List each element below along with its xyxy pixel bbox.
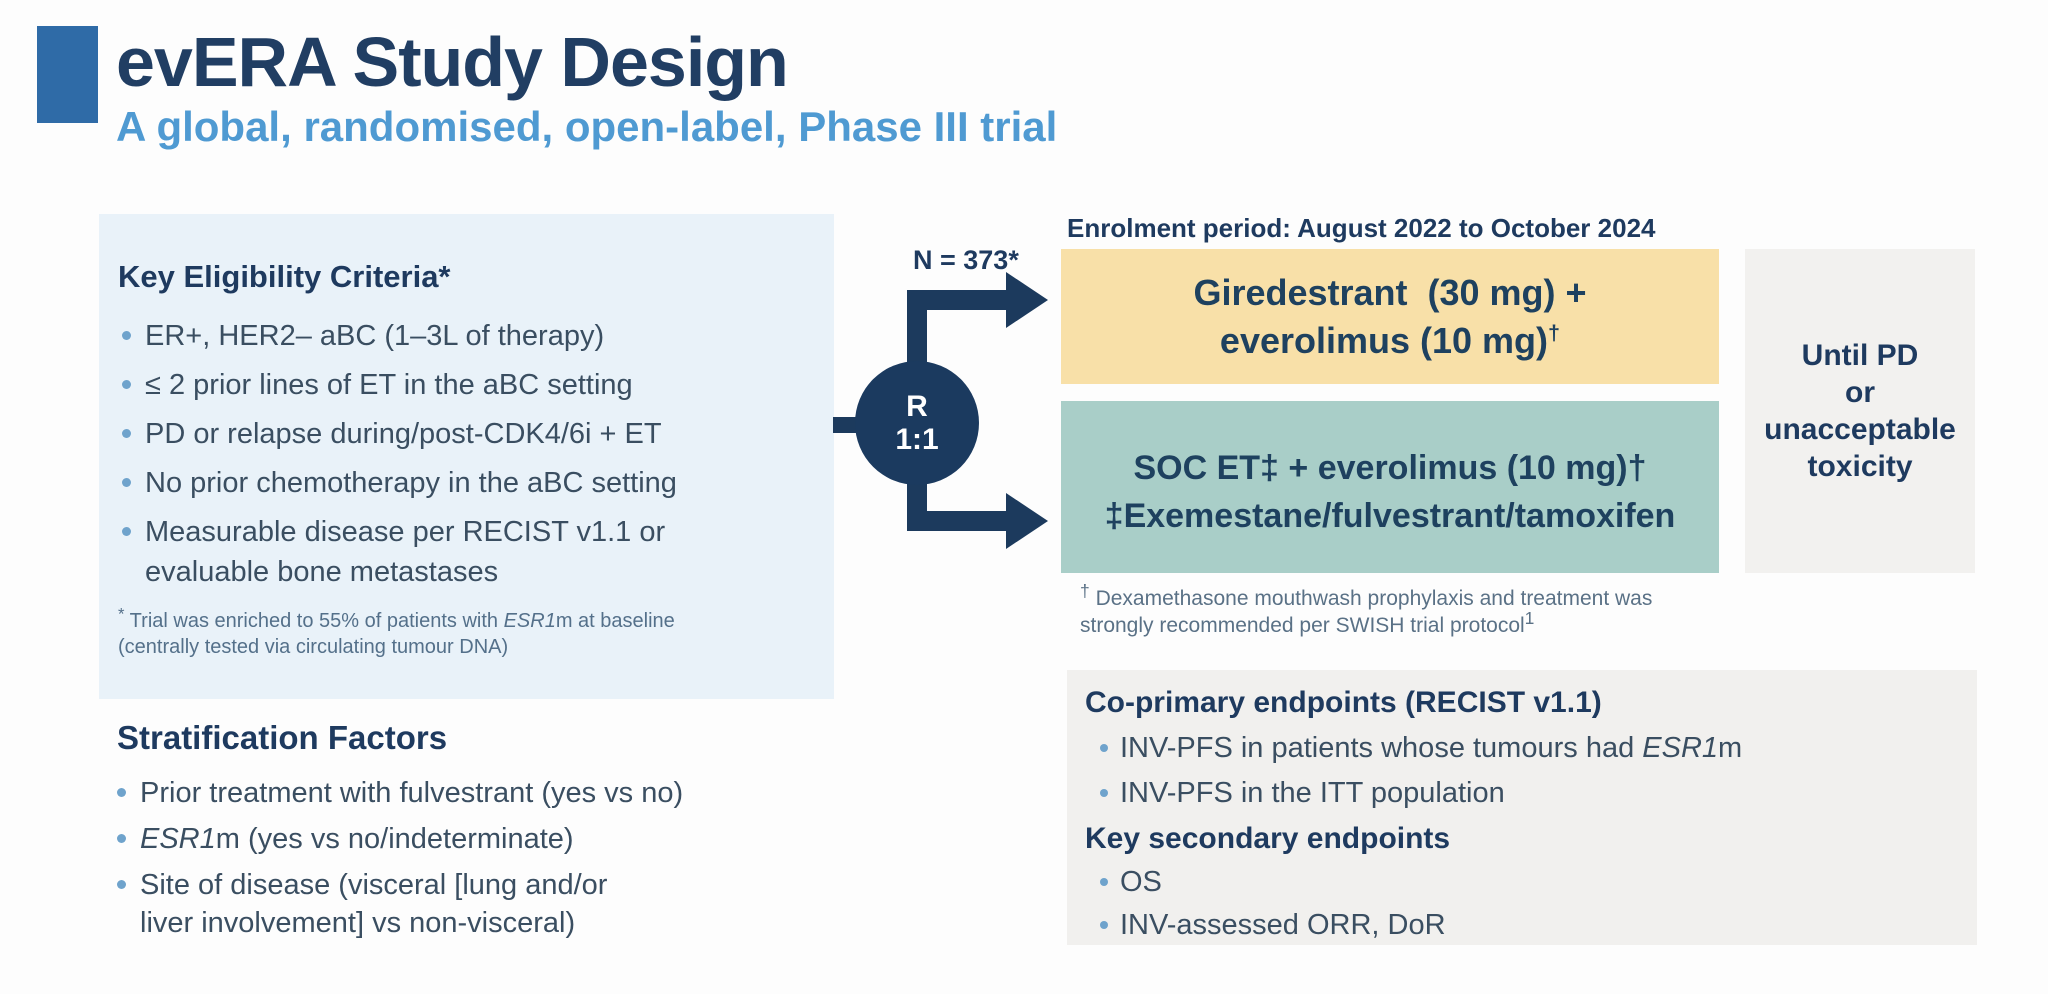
bullet-icon [1100,921,1108,929]
bullet-icon [122,478,131,487]
connector-line [907,511,1007,531]
endpoints-panel: Co-primary endpoints (RECIST v1.1) INV-P… [1067,670,1977,945]
stratification-bullet-list: Prior treatment with fulvestrant (yes vs… [117,774,757,942]
continuation-line: Until PD [1801,339,1919,372]
list-item-text: OS [1120,866,1162,898]
list-item: Site of disease (visceral [lung and/or [117,866,757,904]
list-item-text: INV-PFS in patients whose tumours had ES… [1120,732,1743,764]
title-accent-bar [37,26,98,123]
list-item: ESR1m (yes vs no/indeterminate) [117,820,757,858]
continuation-line: toxicity [1807,450,1913,483]
list-item-text: liver involvement] vs non-visceral) [140,907,576,939]
eligibility-footnote: * Trial was enriched to 55% of patients … [118,604,675,658]
list-item-text: ER+, HER2– aBC (1–3L of therapy) [145,320,605,352]
list-item-text: ≤ 2 prior lines of ET in the aBC setting [145,369,633,401]
enrolment-period-label: Enrolment period: August 2022 to October… [1067,213,1656,243]
list-item-text: INV-PFS in the ITT population [1120,777,1505,809]
co-primary-endpoints-heading: Co-primary endpoints (RECIST v1.1) [1085,686,1602,719]
arm-text-line: everolimus (10 mg)† [1219,319,1561,361]
list-item: INV-assessed ORR, DoR [1100,908,1977,942]
list-item: ER+, HER2– aBC (1–3L of therapy) [122,316,834,356]
list-item-text: PD or relapse during/post-CDK4/6i + ET [145,418,662,450]
eligibility-panel: Key Eligibility Criteria* ER+, HER2– aBC… [99,214,834,699]
list-item: INV-PFS in patients whose tumours had ES… [1100,731,1977,765]
randomisation-r: R [906,390,928,423]
bullet-icon [117,788,126,797]
arrow-right-icon [1006,272,1048,328]
treatment-continuation-box: Until PD or unacceptable toxicity [1745,249,1975,573]
footnote-line: † Dexamethasone mouthwash prophylaxis an… [1080,581,1653,610]
list-item-text: evaluable bone metastases [145,556,499,588]
arm-giredestrant-box: Giredestrant (30 mg) + everolimus (10 mg… [1061,249,1719,384]
continuation-line: or [1845,376,1875,409]
bullet-icon [117,880,126,889]
bullet-icon [122,527,131,536]
bullet-icon [122,331,131,340]
dexamethasone-footnote: † Dexamethasone mouthwash prophylaxis an… [1080,581,1653,639]
list-item-text: No prior chemotherapy in the aBC setting [145,467,677,499]
list-item: No prior chemotherapy in the aBC setting [122,463,834,503]
stratification-heading: Stratification Factors [117,719,448,756]
list-item-text: ESR1m (yes vs no/indeterminate) [140,823,574,855]
page-subtitle: A global, randomised, open-label, Phase … [116,103,1058,150]
list-item-continuation: evaluable bone metastases [122,552,834,592]
list-item: OS [1100,865,1977,899]
key-secondary-endpoints-heading: Key secondary endpoints [1085,822,1451,855]
arm-text-line: ‡Exemestane/fulvestrant/tamoxifen [1104,497,1676,535]
bullet-icon [1100,744,1108,752]
footnote-line: strongly recommended per SWISH trial pro… [1080,608,1535,637]
bullet-icon [117,834,126,843]
list-item-text: INV-assessed ORR, DoR [1120,909,1446,941]
list-item: INV-PFS in the ITT population [1100,776,1977,810]
connector-line [907,290,1007,310]
list-item-text: Measurable disease per RECIST v1.1 or [145,516,666,548]
eligibility-bullet-list: ER+, HER2– aBC (1–3L of therapy) ≤ 2 pri… [122,316,834,592]
page-title: evERA Study Design [116,23,789,101]
bullet-icon [1100,789,1108,797]
arm-soc-et-box: SOC ET‡ + everolimus (10 mg)† ‡Exemestan… [1061,401,1719,573]
arm-text-line: SOC ET‡ + everolimus (10 mg)† [1133,449,1647,487]
randomisation-ratio: 1:1 [895,423,939,456]
bullet-icon [1100,878,1108,886]
continuation-line: unacceptable [1764,413,1956,446]
list-item: Prior treatment with fulvestrant (yes vs… [117,774,757,812]
list-item-continuation: liver involvement] vs non-visceral) [117,904,757,942]
list-item: Measurable disease per RECIST v1.1 or [122,512,834,552]
eligibility-heading: Key Eligibility Criteria* [118,259,451,294]
list-item-text: Site of disease (visceral [lung and/or [140,869,608,901]
list-item: PD or relapse during/post-CDK4/6i + ET [122,414,834,454]
connector-line [907,295,927,375]
list-item-text: Prior treatment with fulvestrant (yes vs… [140,777,684,809]
bullet-icon [122,380,131,389]
bullet-icon [122,429,131,438]
arrow-right-icon [1006,493,1048,549]
randomised-n-label: N = 373* [913,245,1019,275]
stratification-section: Stratification Factors Prior treatment w… [117,720,757,950]
randomisation-circle: R 1:1 [855,361,979,485]
list-item: ≤ 2 prior lines of ET in the aBC setting [122,365,834,405]
arm-text-line: Giredestrant (30 mg) + [1193,271,1587,313]
